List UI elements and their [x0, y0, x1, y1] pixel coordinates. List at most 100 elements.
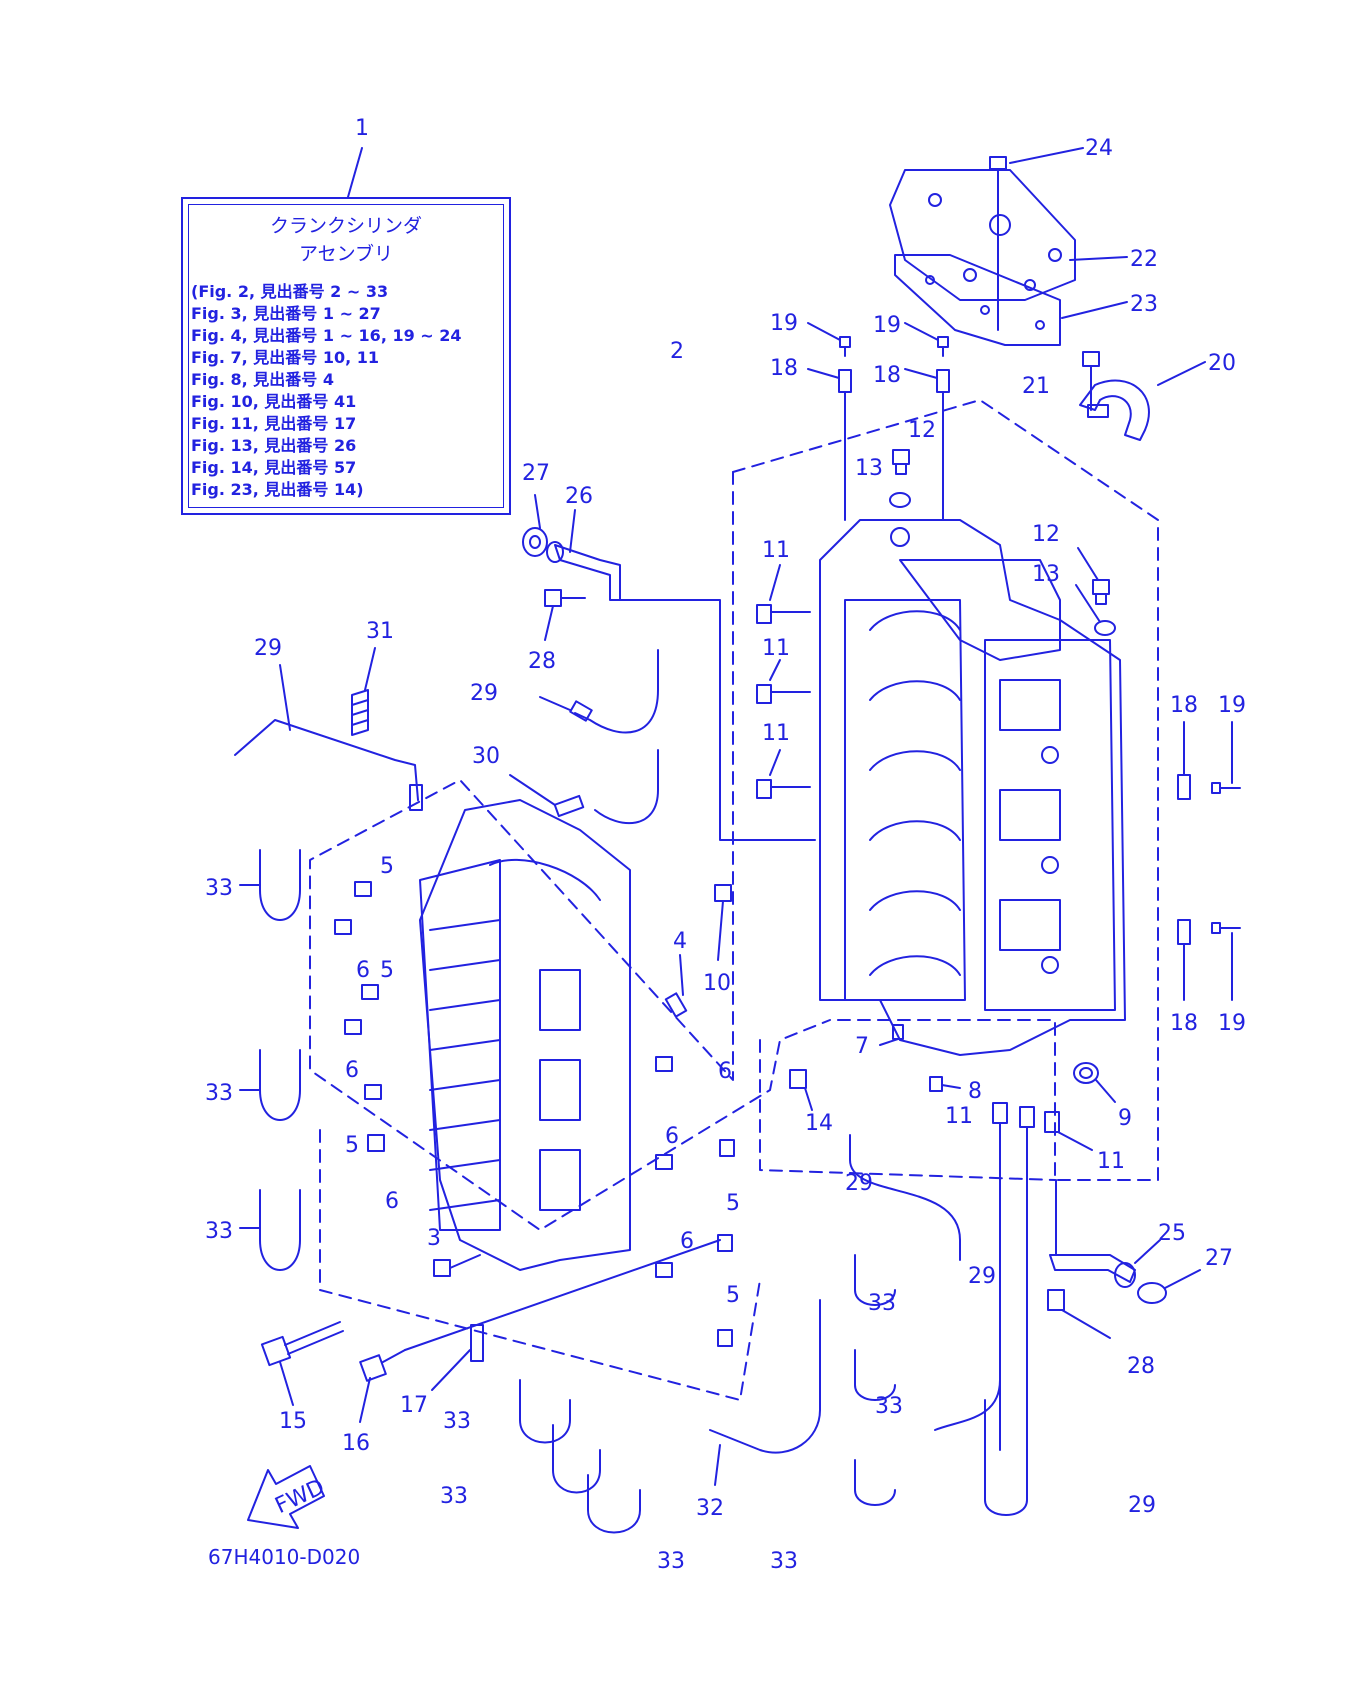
fitting-28-left	[544, 589, 586, 607]
callout-33: 33	[205, 1081, 233, 1106]
fitting-5-c	[364, 1084, 382, 1100]
cylinder-head-cover	[889, 169, 1076, 301]
callout-5: 5	[726, 1191, 740, 1216]
callout-19: 19	[873, 313, 901, 338]
fitting-6-d	[655, 1056, 673, 1072]
hose-33-right-a	[854, 1254, 896, 1306]
leader-line-30	[509, 774, 556, 806]
leader-line-26	[569, 509, 576, 553]
leader-line-15	[279, 1361, 294, 1406]
leader-line-16	[359, 1377, 371, 1423]
callout-28: 28	[1127, 1354, 1155, 1379]
callout-6: 6	[665, 1124, 679, 1149]
callout-30: 30	[472, 744, 500, 769]
dowel-17	[470, 1324, 484, 1362]
hose-line-26	[619, 599, 816, 841]
callout-28: 28	[528, 649, 556, 674]
note-line: Fig. 4, 見出番号 1 ~ 16, 19 ~ 24	[191, 326, 462, 345]
hose-33-bottom-c	[587, 1474, 641, 1534]
assembly-note-inner-border	[188, 204, 504, 508]
fitting-11-b	[756, 684, 811, 704]
head-cover-gasket	[894, 254, 1061, 346]
fitting-28-right	[1047, 1289, 1065, 1311]
hose-33-bottom-b	[552, 1424, 601, 1494]
hose-33-left-a	[259, 849, 301, 921]
fitting-11-d	[992, 1102, 1008, 1124]
callout-1: 1	[355, 116, 369, 141]
callout-19: 19	[1218, 1011, 1246, 1036]
leader-line-31	[364, 647, 376, 691]
fitting-6-f	[655, 1262, 673, 1278]
leader-line-24	[1009, 147, 1084, 164]
cap-27-left	[522, 527, 548, 557]
leader-line-13	[1075, 584, 1101, 623]
callout-17: 17	[400, 1393, 428, 1418]
leader-line-19a	[807, 322, 841, 341]
screw-19-right-lower	[1211, 922, 1241, 934]
callout-31: 31	[366, 619, 394, 644]
fitting-6-e	[655, 1154, 673, 1170]
bolt-16	[359, 1349, 406, 1382]
hose-33-right-b	[854, 1349, 896, 1401]
leader-line-22	[1069, 256, 1128, 261]
callout-5: 5	[380, 958, 394, 983]
cap-27-right	[1137, 1282, 1167, 1304]
callout-13: 13	[1032, 562, 1060, 587]
callout-8: 8	[968, 1079, 982, 1104]
leader-line-10	[717, 900, 724, 961]
screw-19-right-upper	[1211, 782, 1241, 794]
callout-11: 11	[1097, 1149, 1125, 1174]
hose-33-left-b	[259, 1049, 301, 1121]
callout-13: 13	[855, 456, 883, 481]
fitting-5-f	[717, 1329, 733, 1347]
leader-line-12	[1077, 547, 1099, 581]
hose-end-30	[553, 794, 585, 818]
callout-29: 29	[254, 636, 282, 661]
cylinder-block-dashed-outline	[732, 399, 1159, 1181]
leader-line-11a	[769, 564, 781, 601]
callout-2: 2	[670, 339, 684, 364]
fitting-10	[714, 884, 732, 902]
callout-33: 33	[657, 1549, 685, 1574]
screw-19-top-left	[839, 336, 851, 357]
callout-18: 18	[770, 356, 798, 381]
leader-line-32	[714, 1444, 721, 1486]
callout-29: 29	[470, 681, 498, 706]
fitting-11-e	[1019, 1106, 1035, 1128]
note-line: (Fig. 2, 見出番号 2 ~ 33	[191, 282, 389, 301]
fitting-6-a	[334, 919, 352, 935]
callout-33: 33	[443, 1409, 471, 1434]
assembly-note-title-line1: クランクシリンダ	[269, 215, 422, 237]
callout-26: 26	[565, 484, 593, 509]
callout-20: 20	[1208, 351, 1236, 376]
callout-21: 21	[1022, 374, 1050, 399]
fitting-3	[433, 1254, 481, 1277]
leader-line-14	[804, 1087, 813, 1111]
callout-32: 32	[696, 1496, 724, 1521]
assembly-note-reference-list: (Fig. 2, 見出番号 2 ~ 33 Fig. 3, 見出番号 1 ~ 27…	[191, 281, 462, 501]
leader-line-11d	[1057, 1131, 1093, 1151]
callout-19: 19	[1218, 693, 1246, 718]
callout-11: 11	[762, 721, 790, 746]
note-line: Fig. 13, 見出番号 26	[191, 436, 357, 455]
callout-27: 27	[1205, 1246, 1233, 1271]
callout-3: 3	[427, 1226, 441, 1251]
leader-line-11b	[769, 659, 781, 681]
note-line: Fig. 3, 見出番号 1 ~ 27	[191, 304, 381, 323]
callout-12: 12	[908, 418, 936, 443]
leader-line-18b	[904, 368, 938, 379]
centerline-16	[404, 1239, 721, 1351]
note-line: Fig. 11, 見出番号 17	[191, 414, 357, 433]
callout-6: 6	[680, 1229, 694, 1254]
washer-13-right	[1094, 620, 1116, 636]
leader-line-27-left	[534, 494, 541, 529]
hose-end-29-left	[409, 784, 423, 811]
plug-12-right	[1092, 579, 1110, 605]
callout-23: 23	[1130, 292, 1158, 317]
hose-29-lower	[934, 1329, 1001, 1431]
callout-19: 19	[770, 311, 798, 336]
leader-line-29-left	[279, 664, 291, 731]
lower-dashed-outline	[759, 1039, 1056, 1181]
elbow-26	[546, 541, 621, 601]
